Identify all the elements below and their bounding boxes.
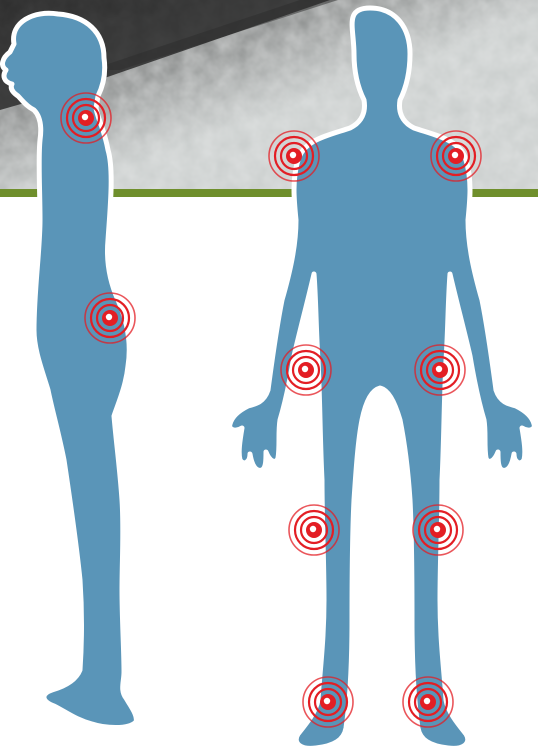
joint-pain-illustration: [0, 0, 538, 755]
illustration-canvas: [0, 0, 538, 755]
